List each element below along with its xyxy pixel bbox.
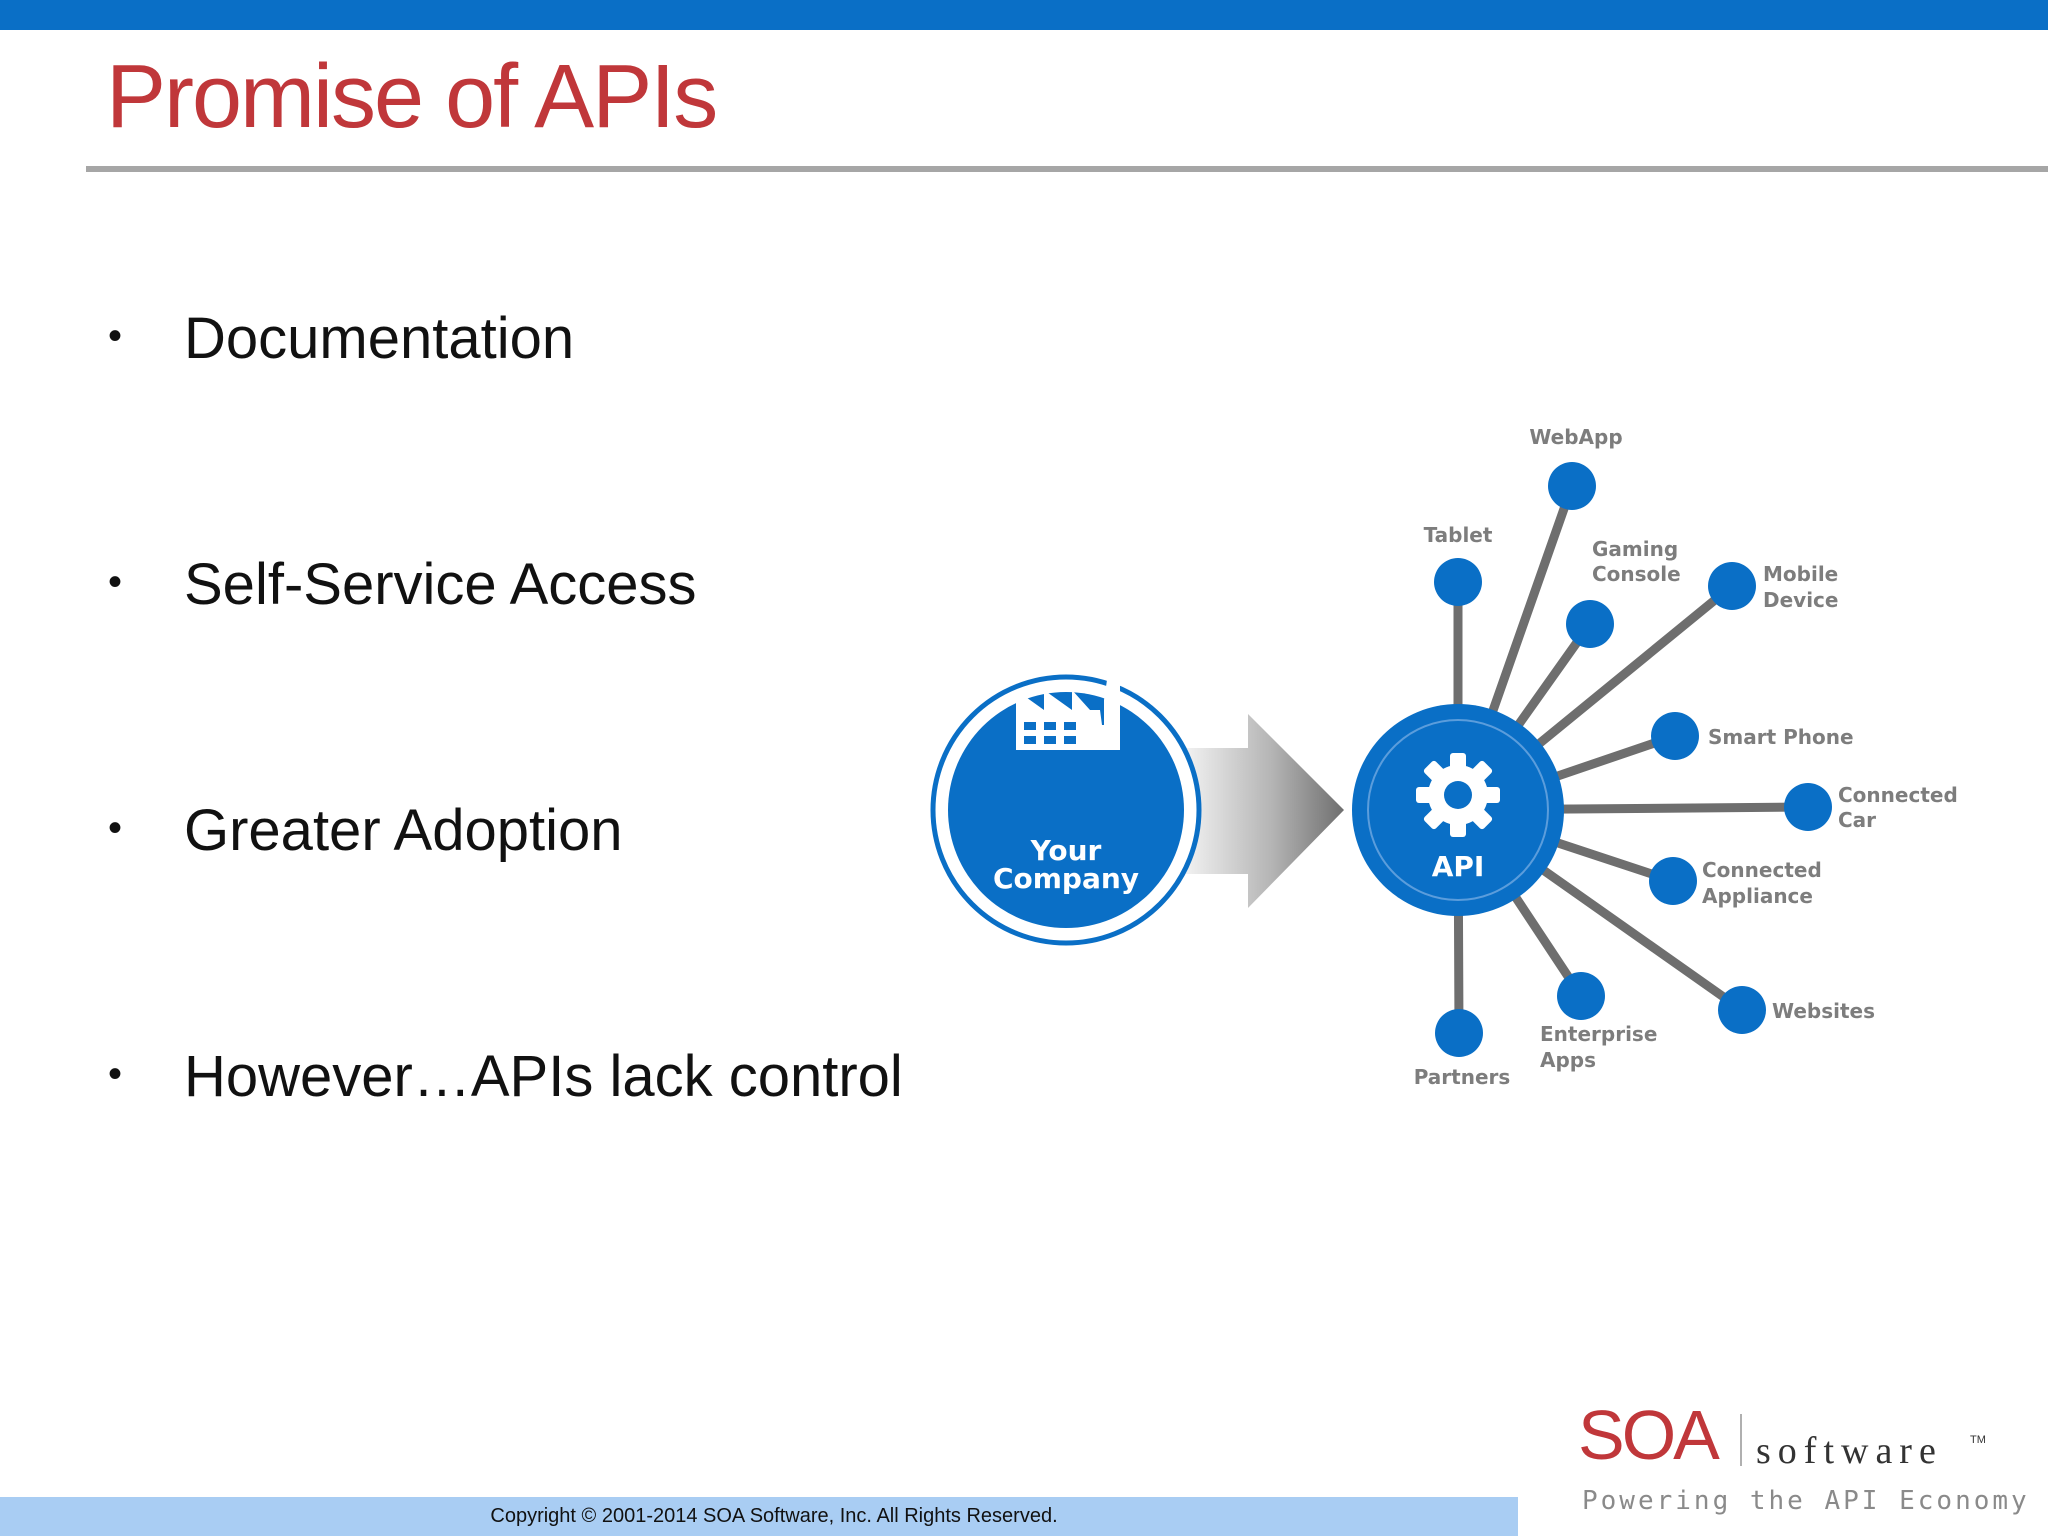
logo-separator [1740,1414,1742,1466]
endpoint-label-connected-appliance: Connected [1702,858,1822,882]
endpoint-label-enterprise-apps: Apps [1540,1048,1596,1072]
footer-bar [0,1497,1518,1536]
endpoint-label-enterprise-apps: Enterprise [1540,1022,1657,1046]
endpoint-node-mobile-device [1708,562,1756,610]
endpoint-node-smart-phone [1651,712,1699,760]
endpoint-label-gaming-console: Gaming [1592,537,1678,561]
endpoint-label-connected-car: Connected [1838,783,1958,807]
endpoint-node-gaming-console [1566,600,1614,648]
slide-title: Promise of APIs [106,47,718,147]
api-hub-diagram: Your Company API WebAp [930,425,1958,1089]
factory-icon [1016,660,1120,750]
endpoint-label-connected-car: Car [1838,808,1876,832]
endpoint-label-websites: Websites [1772,999,1875,1023]
title-divider [86,166,2048,172]
endpoint-label-partners: Partners [1414,1065,1511,1089]
endpoint-node-enterprise-apps [1557,972,1605,1020]
your-company-node: Your Company [930,660,1202,946]
top-accent-bar [0,0,2048,30]
logo-brand: SOA [1578,1396,1720,1474]
endpoint-label-webapp: WebApp [1529,425,1622,449]
your-company-label: Your [1030,834,1102,867]
endpoint-node-partners [1435,1009,1483,1057]
bullet-marker: • [108,806,123,850]
api-hub-node: API [1352,704,1564,916]
endpoint-labels: WebApp Tablet Gaming Console Mobile Devi… [1414,425,1958,1089]
endpoint-label-tablet: Tablet [1424,523,1493,547]
api-hub-label: API [1432,850,1485,883]
endpoint-label-connected-appliance: Appliance [1702,884,1813,908]
logo-tagline: Powering the API Economy [1582,1486,2030,1516]
bullet-text: However…APIs lack control [184,1044,903,1109]
soa-software-logo: SOA software TM Powering the API Economy [1578,1396,2027,1520]
endpoint-label-mobile-device: Mobile [1763,562,1838,586]
endpoint-node-tablet [1434,558,1482,606]
copyright-text: Copyright © 2001-2014 SOA Software, Inc.… [490,1505,1058,1527]
flow-arrow [1182,714,1344,908]
endpoint-label-gaming-console: Console [1592,562,1681,586]
bullet-marker: • [108,1052,123,1096]
endpoint-node-connected-appliance [1649,857,1697,905]
bullet-marker: • [108,560,123,604]
bullet-text: Documentation [184,306,575,371]
bullet-marker: • [108,314,123,358]
your-company-label: Company [993,862,1139,895]
endpoint-nodes [1434,462,1832,1057]
bullet-text: Greater Adoption [184,798,623,863]
endpoint-node-websites [1718,986,1766,1034]
endpoint-label-mobile-device: Device [1763,588,1838,612]
bullet-text: Self-Service Access [184,552,697,617]
logo-product: software [1756,1430,1943,1472]
logo-trademark: TM [1970,1434,1986,1446]
endpoint-node-webapp [1548,462,1596,510]
endpoint-label-smart-phone: Smart Phone [1708,725,1854,749]
gear-icon [1416,753,1500,837]
endpoint-node-connected-car [1784,783,1832,831]
